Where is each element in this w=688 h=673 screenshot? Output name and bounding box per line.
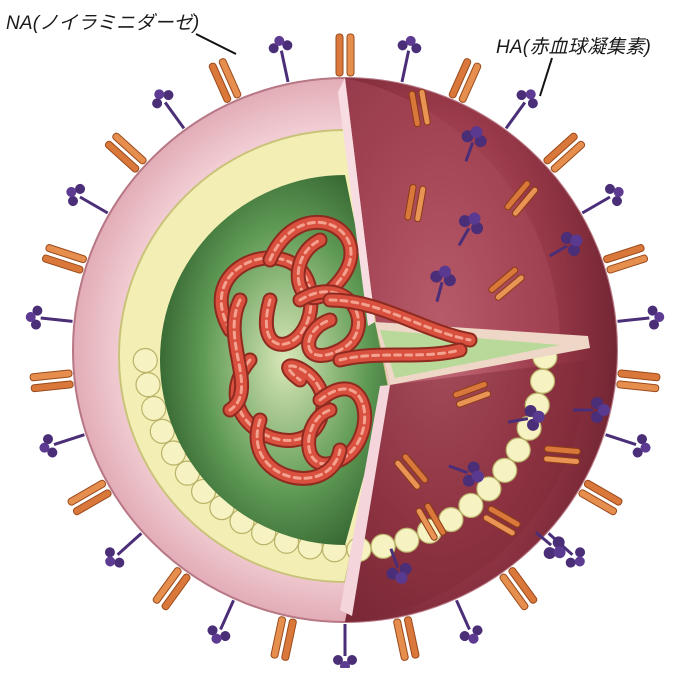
neuraminidase-spike-icon [445,595,486,648]
hemagglutinin-spike-icon [42,244,88,274]
ha-label: HA(赤血球凝集素) [496,32,651,59]
ha-pointer-line [540,58,552,96]
neuraminidase-spike-icon [602,423,654,460]
neuraminidase-spike-icon [576,179,629,223]
na-label: NA(ノイラミニダーゼ) [6,8,199,35]
hemagglutinin-spike-icon [336,34,354,76]
neuraminidase-spike-icon [496,83,543,135]
hemagglutinin-spike-icon [603,244,649,274]
neuraminidase-spike-icon [267,34,300,85]
hemagglutinin-spike-icon [30,370,74,392]
neuraminidase-spike-icon [203,595,244,648]
hemagglutinin-spike-icon [104,132,147,173]
hemagglutinin-spike-icon [393,616,419,661]
neuraminidase-spike-icon [616,305,665,334]
neuraminidase-spike-icon [36,423,88,460]
neuraminidase-spike-icon [390,34,423,85]
hemagglutinin-spike-icon [448,58,482,104]
neuraminidase-spike-icon [333,624,357,668]
hemagglutinin-spike-icon [67,479,112,516]
neuraminidase-spike-icon [25,305,74,334]
hemagglutinin-spike-icon [578,479,623,516]
neuraminidase-spike-icon [61,179,114,223]
neuraminidase-spike-icon [147,83,194,135]
hemagglutinin-spike-icon [152,566,191,611]
hemagglutinin-spike-icon [543,132,586,173]
hemagglutinin-spike-icon [617,370,661,392]
hemagglutinin-spike-icon [499,566,538,611]
rna-coil [340,350,460,360]
na-pointer-line [196,34,236,54]
hemagglutinin-spike-icon [208,58,242,104]
hemagglutinin-spike-icon [270,616,296,661]
